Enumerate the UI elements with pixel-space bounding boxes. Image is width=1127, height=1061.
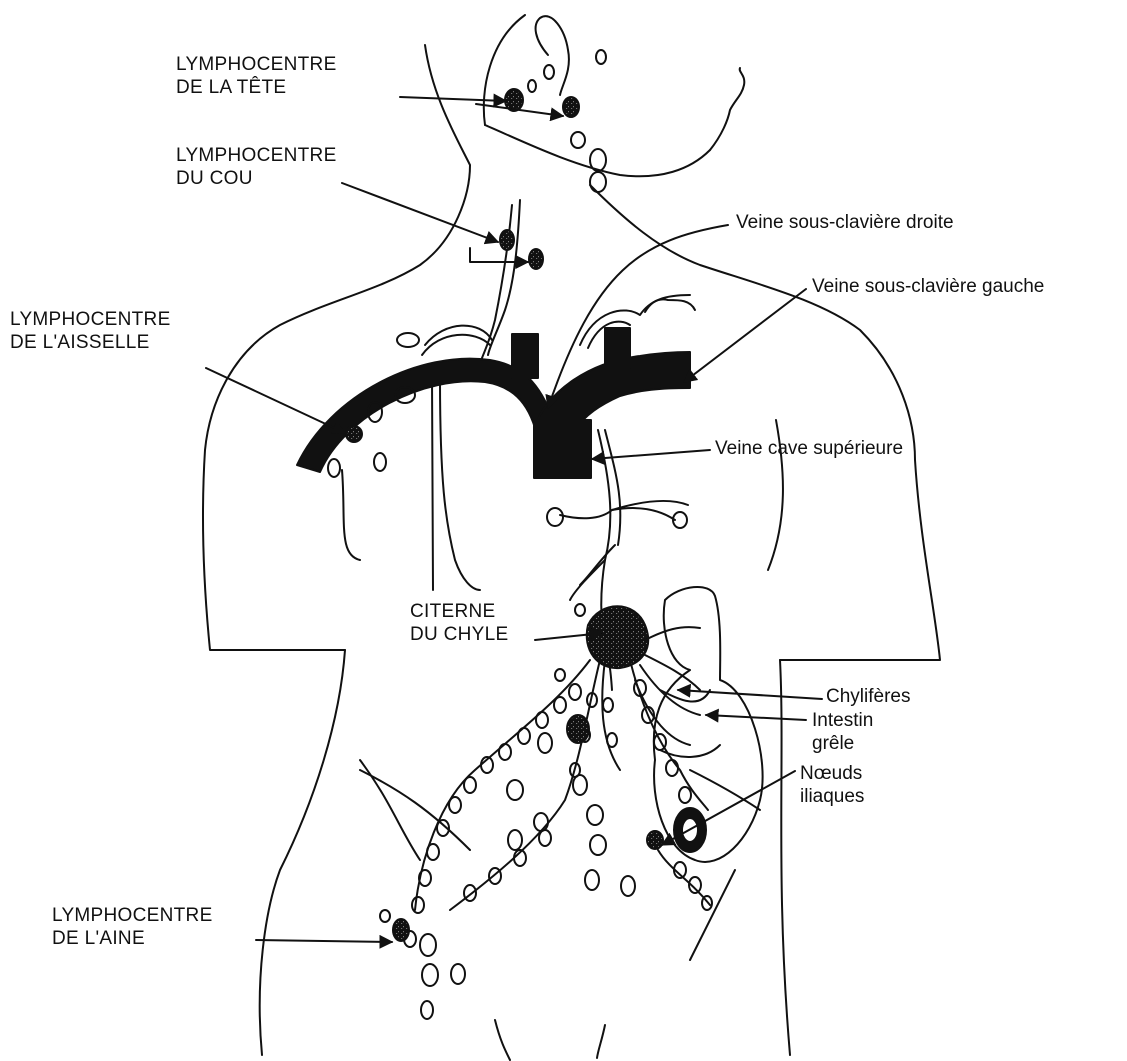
- cisterna-chyli: [587, 606, 648, 668]
- small-intestine: [654, 587, 763, 862]
- lymph-nodes: [328, 50, 687, 1019]
- label-right-subclavian-vein: Veine sous-clavière droite: [736, 212, 954, 235]
- leader-lines: [206, 97, 822, 942]
- label-superior-vena-cava: Veine cave supérieure: [715, 438, 903, 461]
- label-lacteals: Chylifères: [826, 686, 910, 709]
- label-left-subclavian-vein: Veine sous-clavière gauche: [812, 276, 1044, 299]
